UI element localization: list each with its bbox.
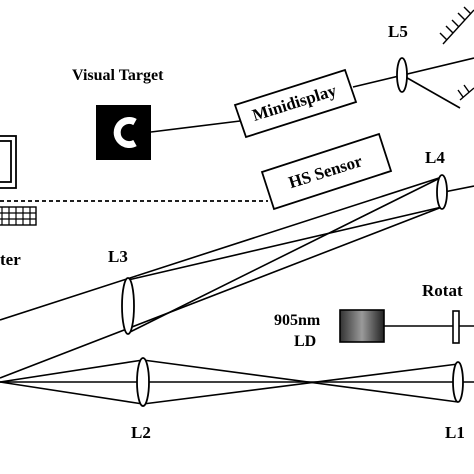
- lower-beam-left-top: [0, 359, 144, 383]
- mirror-icon: [439, 6, 474, 101]
- upper-beam-cross-b: [127, 176, 443, 334]
- lens-l3-label: L3: [108, 247, 128, 266]
- upper-beam-bottom: [0, 206, 443, 379]
- beam-paths: [0, 57, 474, 405]
- ld-wavelength-label: 905nm: [274, 312, 321, 329]
- target-to-minidisplay-wire: [150, 120, 241, 133]
- computer-monitor-icon: [0, 135, 17, 189]
- lens-l3: [121, 277, 135, 335]
- lower-beam-left-bottom: [0, 381, 144, 405]
- ld-label: LD: [294, 333, 316, 350]
- ld-source: [339, 309, 385, 343]
- lens-l2-label: L2: [131, 423, 151, 442]
- lens-l2: [136, 357, 150, 407]
- lens-l5: [396, 57, 408, 93]
- lens-l1-label: L1: [445, 423, 465, 442]
- l5-to-mirror-beam: [401, 74, 461, 109]
- lower-beam-cross-b: [142, 363, 459, 405]
- lens-l4: [436, 174, 448, 210]
- visual-target-label: Visual Target: [72, 67, 164, 84]
- lens-l1: [452, 361, 464, 403]
- rotation-label: Rotat: [422, 281, 463, 300]
- minidisplay-to-l5-beam: [352, 57, 474, 88]
- minidisplay-box: Minidisplay: [233, 68, 358, 139]
- lenses: [121, 57, 464, 407]
- l4-exit-beam: [443, 185, 474, 193]
- lens-l5-label: L5: [388, 22, 408, 41]
- rotation-element: [452, 310, 460, 344]
- keyboard-icon: [0, 206, 37, 226]
- computer-label: ter: [0, 250, 21, 269]
- upper-beam-top: [0, 176, 443, 321]
- lower-beam-cross-a: [142, 359, 459, 403]
- hs-sensor-box: HS Sensor: [260, 132, 393, 211]
- landolt-c-icon: [96, 105, 151, 160]
- lens-l4-label: L4: [425, 148, 445, 167]
- upper-beam-cross-a: [127, 206, 443, 281]
